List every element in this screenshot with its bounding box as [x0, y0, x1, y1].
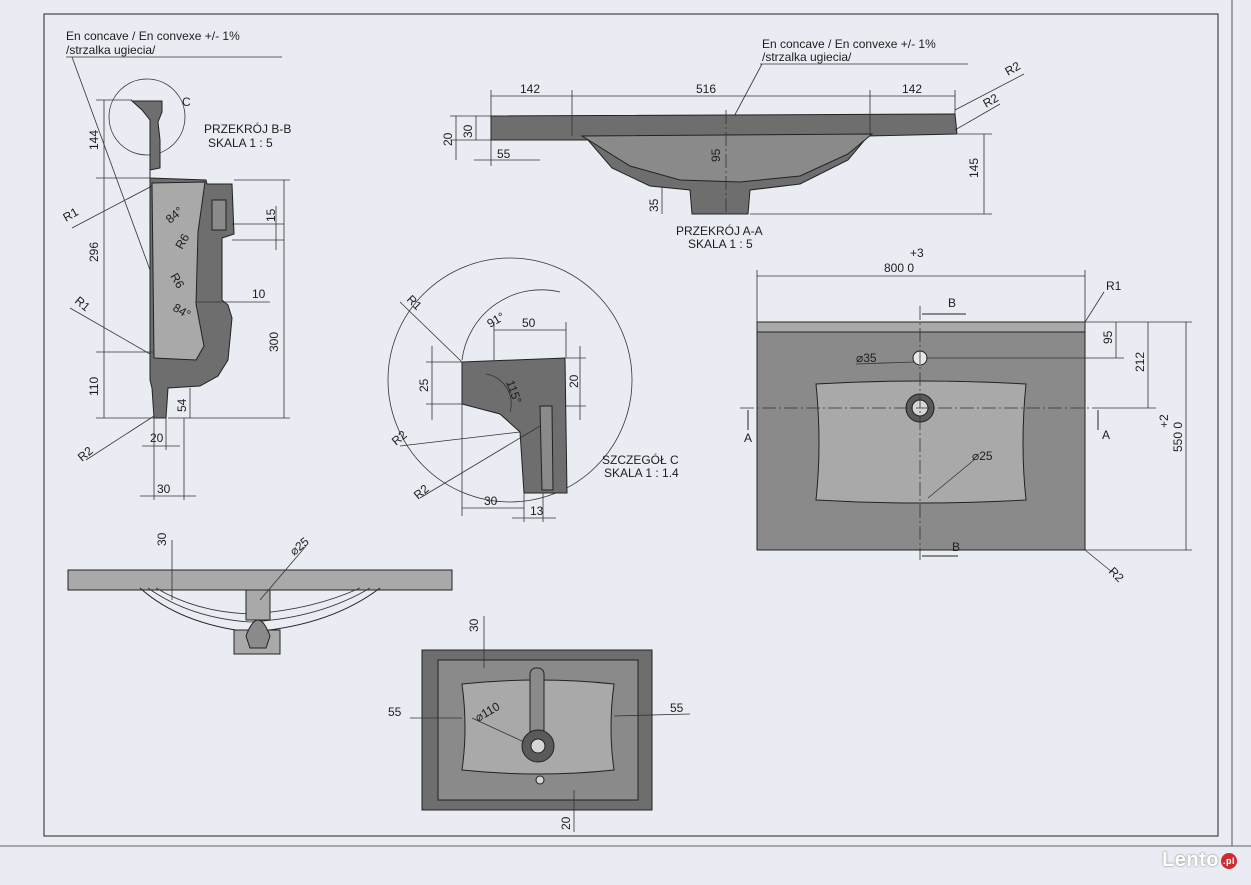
front-view: 30 ⌀25	[67, 532, 453, 655]
front-countertop	[67, 569, 453, 591]
dim-r2-c-bottom: R2	[411, 482, 432, 503]
lento-watermark: Lento.pl	[1162, 849, 1237, 872]
dim-dia-25-front: ⌀25	[287, 534, 312, 558]
dim-30-bottom: 30	[467, 618, 481, 632]
section-aa-title: PRZEKRÓJ A-A	[676, 223, 763, 238]
note-leader	[71, 56, 151, 271]
section-aa-scale: SKALA 1 : 5	[688, 237, 753, 251]
dim-142-left: 142	[520, 82, 540, 96]
dim-25-c: 25	[417, 378, 431, 392]
drawing-frame	[43, 13, 1219, 837]
dim-550: 550 0	[1171, 422, 1185, 452]
detail-ref-label: C	[182, 95, 191, 109]
dim-50-c: 50	[522, 316, 536, 330]
dim-20: 20	[150, 431, 164, 445]
dim-55-bottom-right: 55	[670, 701, 684, 715]
dim-dia-25-plan: ⌀25	[972, 449, 993, 463]
dim-10: 10	[252, 287, 266, 301]
dim-r1-plan: R1	[1106, 279, 1122, 293]
dim-145: 145	[967, 158, 981, 178]
dim-144: 144	[87, 130, 101, 150]
dim-15: 15	[264, 208, 278, 222]
dim-550-tol: +2	[1157, 414, 1171, 428]
watermark-brand: Lento	[1162, 849, 1219, 871]
dim-95-aa: 95	[709, 148, 723, 162]
dim-142-right: 142	[902, 82, 922, 96]
bottom-small-hole	[535, 775, 545, 785]
bottom-view: 30 55 55 ⌀110 20	[388, 616, 691, 832]
dim-30-aa: 30	[461, 124, 475, 138]
dim-516: 516	[696, 82, 716, 96]
overflow-opening	[211, 199, 227, 231]
section-mark-a-right: A	[1102, 428, 1110, 442]
detail-c-circle	[108, 78, 186, 156]
bottom-drain-inner	[530, 738, 546, 754]
section-bb-title: PRZEKRÓJ B-B	[204, 121, 291, 136]
detail-c-outline	[387, 257, 633, 503]
dim-r1-top: R1	[61, 205, 82, 225]
dim-55-bottom-left: 55	[388, 705, 402, 719]
detail-c-inner-wall	[539, 405, 554, 491]
dim-35: 35	[647, 198, 661, 212]
detail-c-view: R1 91° 50 25 115° 20 R2 R2 30 13 SZCZEGÓ…	[387, 257, 679, 522]
dim-30: 30	[157, 482, 171, 496]
detail-c-title: SZCZEGÓŁ C	[602, 452, 679, 467]
note-deflection-top-line1: En concave / En convexe +/- 1%	[762, 37, 936, 51]
section-mark-b-bottom: B	[952, 540, 960, 554]
dim-dia-35: ⌀35	[856, 351, 877, 365]
section-mark-a-left: A	[744, 431, 752, 445]
plan-back-edge	[756, 321, 1086, 333]
dim-55-aa: 55	[497, 147, 511, 161]
section-bb-bowl-wall	[151, 181, 206, 361]
dim-212: 212	[1133, 352, 1147, 372]
dim-r2-top: R2	[1003, 59, 1024, 79]
dim-13-c: 13	[530, 504, 544, 518]
dim-54: 54	[175, 398, 189, 412]
plan-view: +3 800 0 R1 B B ⌀35 95 212 +2 550 0 A A …	[740, 246, 1192, 585]
dim-95-plan: 95	[1101, 330, 1115, 344]
dim-800: 800 0	[884, 261, 914, 275]
note-deflection-top-line2: /strzalka ugiecia/	[762, 50, 852, 64]
dim-r2-plan: R2	[1106, 564, 1127, 585]
section-bb-scale: SKALA 1 : 5	[208, 136, 273, 150]
dim-r6-top: R6	[172, 231, 192, 252]
note-deflection-left-line2: /strzalka ugiecia/	[66, 43, 156, 57]
dim-r2: R2	[75, 444, 96, 465]
dim-296: 296	[87, 242, 101, 262]
dim-800-tol: +3	[910, 246, 924, 260]
dim-20-bottom: 20	[559, 816, 573, 830]
watermark-suffix: .pl	[1221, 852, 1237, 869]
dim-30-c: 30	[484, 494, 498, 508]
section-mark-b-top: B	[948, 296, 956, 310]
section-aa-basin	[580, 133, 874, 183]
bottom-overflow-channel	[529, 667, 545, 741]
detail-c-scale: SKALA 1 : 1.4	[604, 466, 679, 480]
dim-110: 110	[87, 377, 101, 396]
dim-20-c: 20	[567, 374, 581, 388]
dim-r6-bottom: R6	[167, 271, 187, 292]
dim-300: 300	[267, 332, 281, 352]
detail-c-profile	[461, 357, 568, 494]
section-aa-view: En concave / En convexe +/- 1% /strzalka…	[441, 37, 1025, 251]
dim-20-aa: 20	[441, 132, 455, 146]
note-deflection-left-line1: En concave / En convexe +/- 1%	[66, 29, 240, 43]
dim-30-front: 30	[155, 532, 169, 546]
plan-basin	[815, 380, 1027, 504]
section-bb-view: 144 C 144 296 110 R1 84° R6 15 R6 84° 10…	[61, 78, 291, 500]
dim-angle-91: 91°	[485, 309, 508, 330]
dim-r2-bottom: R2	[981, 91, 1002, 111]
